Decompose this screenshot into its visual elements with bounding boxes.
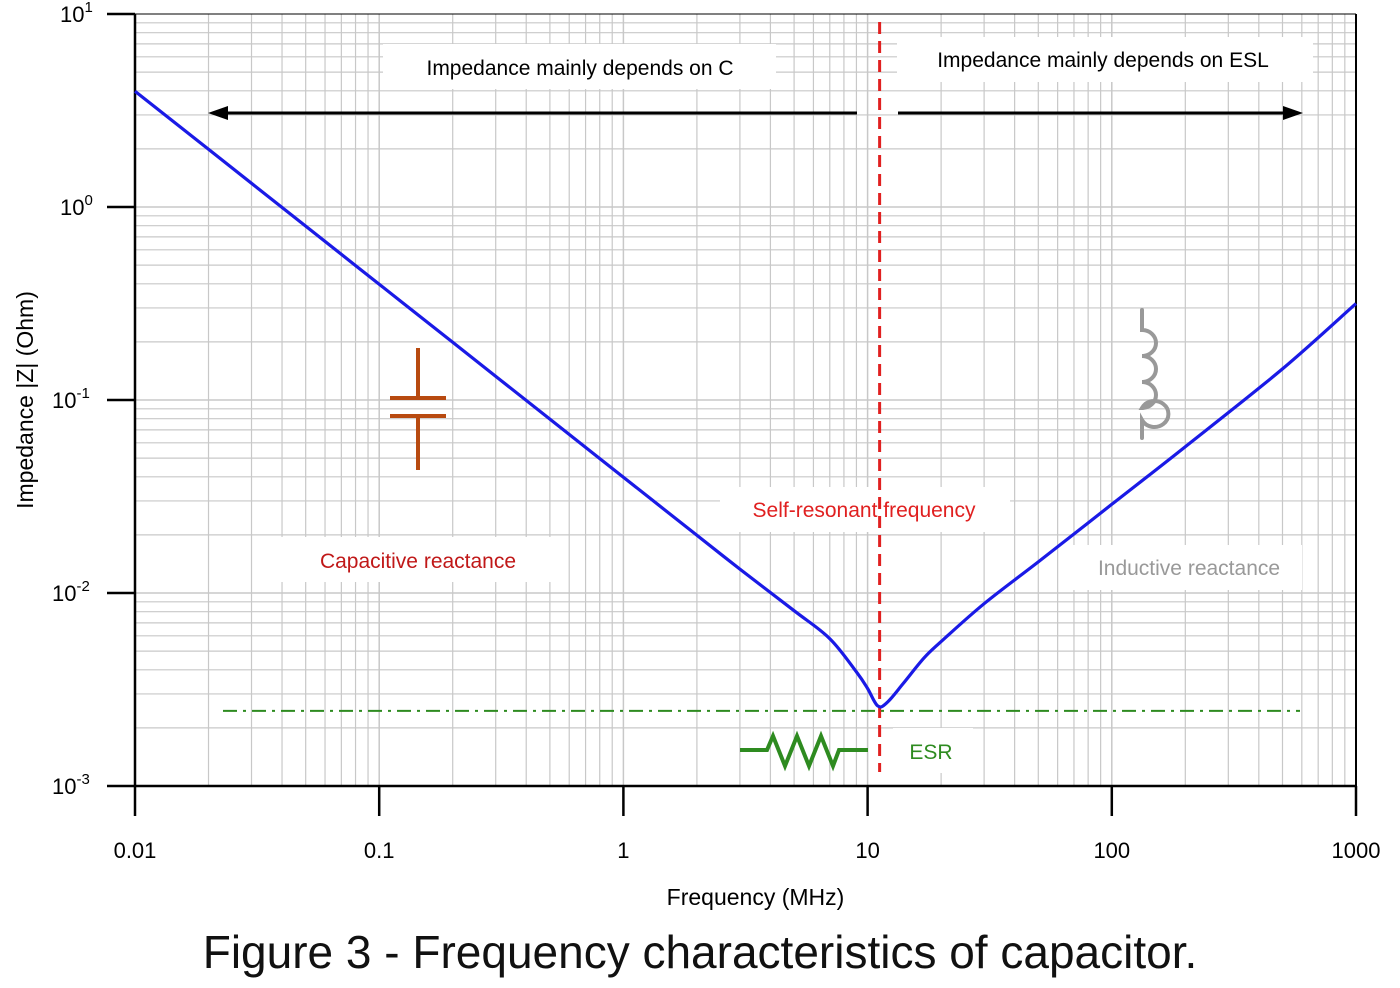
figure-caption: Figure 3 - Frequency characteristics of … [202,926,1198,978]
y-tick-exponent: -3 [76,771,89,788]
capacitive-reactance-label: Capacitive reactance [320,550,516,573]
y-tick-exponent: 0 [84,192,92,209]
inductor-icon [1138,308,1171,440]
label-background [720,487,1010,532]
y-tick-exponent: -2 [76,578,89,595]
right-region-label: Impedance mainly depends on ESL [937,49,1269,72]
y-tick-label: 10-3 [52,771,90,799]
x-tick-label: 0.01 [114,838,157,863]
x-tick-label: 10 [855,838,879,863]
impedance-curve [134,89,1358,709]
grid [134,14,1356,787]
y-tick-label: 100 [60,192,93,220]
capacitor-icon [390,348,446,470]
x-tick-label: 0.1 [364,838,395,863]
y-tick-exponent: -1 [76,385,89,402]
y-tick-base: 10 [60,195,84,220]
y-tick-label: 101 [60,0,93,27]
inductor-coil [1138,308,1171,440]
left-arrow-head [208,106,228,120]
self-resonant-frequency-label: Self-resonant frequency [753,499,976,522]
left-region-label: Impedance mainly depends on C [426,57,733,80]
y-axis-label: Impedance |Z| (Ohm) [12,291,38,509]
annotations: Impedance mainly depends on C Impedance m… [208,37,1313,773]
right-arrow-head [1283,106,1303,120]
label-background [893,728,973,773]
y-tick-base: 10 [52,774,76,799]
y-tick-exponent: 1 [84,0,92,16]
label-background [1065,545,1302,590]
y-tick-label: 10-2 [52,578,90,606]
y-tick-base: 10 [52,388,76,413]
x-tick-label: 1 [617,838,629,863]
y-tick-base: 10 [52,581,76,606]
impedance-chart: Frequency (MHz) Impedance |Z| (Ohm) 0.01 0… [12,0,1380,910]
resistor-zigzag [740,730,868,772]
axes: Frequency (MHz) Impedance |Z| (Ohm) [12,13,1357,910]
label-background [280,537,560,582]
label-background [897,37,1313,82]
x-axis-label: Frequency (MHz) [667,884,845,910]
y-tick-base: 10 [60,2,84,27]
resistor-icon [740,730,868,772]
esr-label: ESR [909,741,952,764]
label-background [383,44,776,89]
y-tick-label: 10-1 [52,385,90,413]
series-layer [134,22,1358,772]
x-tick-label: 1000 [1332,838,1381,863]
inductive-reactance-label: Inductive reactance [1098,557,1280,580]
x-tick-label: 100 [1093,838,1130,863]
